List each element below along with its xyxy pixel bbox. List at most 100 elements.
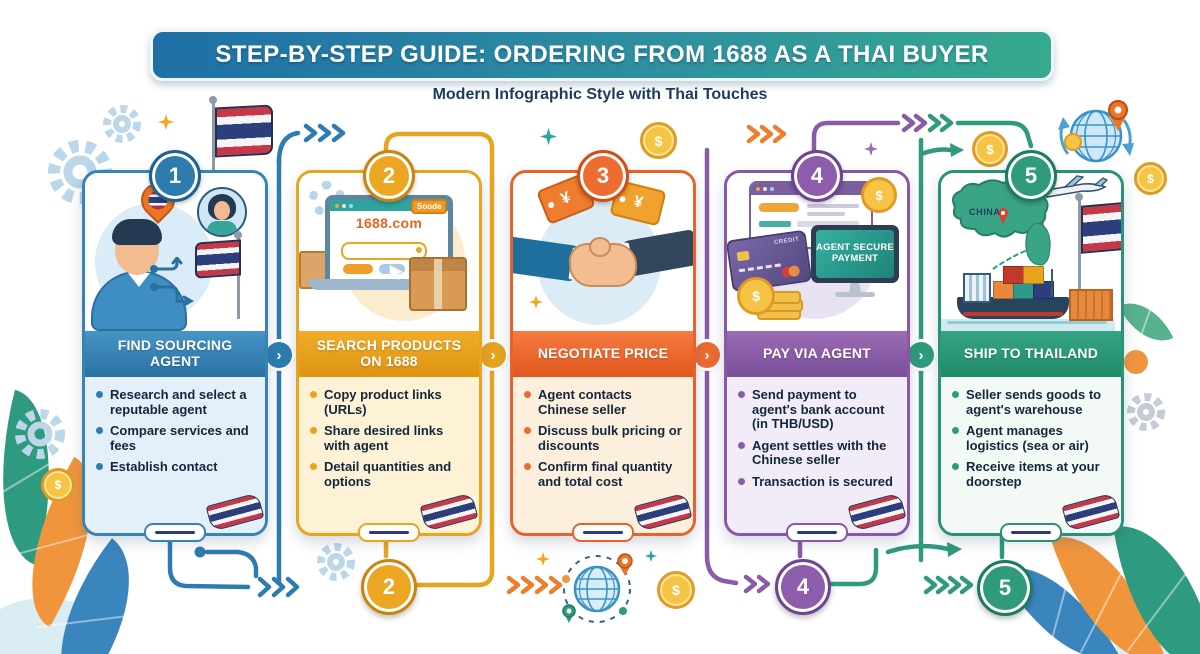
coin-symbol: $ — [986, 141, 994, 157]
page-title: STEP-BY-STEP GUIDE: ORDERING FROM 1688 A… — [215, 41, 989, 68]
bullet-item: Agent contacts Chinese seller — [524, 387, 685, 417]
bullet-item: Detail quantities and options — [310, 459, 471, 489]
thai-flag-pill — [572, 523, 634, 542]
coin-icon: $ — [41, 468, 75, 502]
cardboard-box-icon — [409, 257, 467, 311]
bullet-item: Compare services and fees — [96, 423, 257, 453]
flow-badge-label: 2 — [382, 574, 396, 599]
magnifier-icon — [414, 245, 424, 255]
step-1-title: FIND SOURCING AGENT — [85, 331, 265, 377]
step-connector-chevron: › — [694, 342, 720, 368]
coin-icon: $ — [861, 177, 897, 213]
flow-badge-4: 4 — [775, 559, 831, 615]
china-label: CHINA — [969, 207, 1001, 217]
bullet-item: Research and select a reputable agent — [96, 387, 257, 417]
bullet-item: Share desired links with agent — [310, 423, 471, 453]
container-icon — [1003, 266, 1024, 284]
cargo-ship-icon — [947, 266, 1077, 329]
search-bar-icon — [341, 242, 427, 260]
flagpole — [1075, 193, 1083, 295]
globe-icon — [562, 553, 633, 623]
flow-badge-label: 4 — [796, 574, 810, 599]
flow-badge-label: 5 — [998, 575, 1012, 600]
step-card-4: 4 CREDIT AGENT SECURE PAYMENT — [724, 150, 910, 542]
step-1-bullets: Research and select a reputable agent Co… — [85, 377, 265, 533]
coin-symbol: $ — [654, 132, 663, 149]
step-connector-chevron: › — [908, 342, 934, 368]
step-3-title: NEGOTIATE PRICE — [513, 331, 693, 377]
coin-symbol: $ — [54, 478, 62, 492]
agent-avatar-icon — [197, 187, 247, 237]
coin-icon: $ — [657, 571, 695, 609]
bullet-item: Seller sends goods to agent's warehouse — [952, 387, 1113, 417]
step-number-badge: 5 — [1005, 150, 1057, 202]
handshake-icon — [569, 237, 637, 287]
coin-symbol: $ — [672, 582, 680, 598]
flow-line-blue — [167, 123, 346, 598]
payment-illustration: CREDIT AGENT SECURE PAYMENT $ $ — [727, 173, 907, 331]
promo-badge: Soode — [411, 199, 448, 214]
thai-flag-pill — [358, 523, 420, 542]
shipping-container-icon — [1069, 289, 1113, 321]
step-connector-chevron: › — [266, 342, 292, 368]
buyer-person-icon — [112, 219, 162, 275]
page-subtitle: Modern Infographic Style with Thai Touch… — [432, 86, 768, 103]
globe-icon — [1058, 100, 1134, 163]
chevron-right-icon: › — [704, 346, 710, 364]
gear-icon — [15, 105, 355, 581]
step-card-5: 5 CHINA — [938, 150, 1124, 542]
secure-payment-text: AGENT SECURE PAYMENT — [816, 242, 894, 264]
ship-mast — [1051, 269, 1053, 297]
flagpole — [209, 96, 217, 232]
chevron-right-icon: › — [918, 346, 924, 364]
bullet-item: Discuss bulk pricing or discounts — [524, 423, 685, 453]
water — [941, 319, 1115, 331]
step-number-badge: 3 — [577, 150, 629, 202]
thailand-flag-icon — [1081, 200, 1121, 254]
bullet-item: Agent settles with the Chinese seller — [738, 438, 899, 468]
thai-flag-pill — [786, 523, 848, 542]
title-banner: STEP-BY-STEP GUIDE: ORDERING FROM 1688 A… — [150, 29, 1054, 81]
bullet-item: Transaction is secured — [738, 474, 899, 490]
bullet-item: Send payment to agent's bank account (in… — [738, 387, 899, 432]
step-number-badge: 2 — [363, 150, 415, 202]
coin-icon: $ — [737, 277, 775, 315]
step-connector-chevron: › — [480, 342, 506, 368]
step-card-3: 3 ¥ ¥ NEGOTIATE PRICE Agent contacts Chi… — [510, 150, 696, 542]
step-2-bullets: Copy product links (URLs) Share desired … — [299, 377, 479, 533]
step-number-badge: 4 — [791, 150, 843, 202]
bullet-item: Copy product links (URLs) — [310, 387, 471, 417]
bullet-item: Receive items at your doorstep — [952, 459, 1113, 489]
coin-icon: $ — [972, 131, 1008, 167]
thailand-flag-icon — [215, 104, 273, 158]
step-5-bullets: Seller sends goods to agent's warehouse … — [941, 377, 1121, 533]
container-icon — [1023, 266, 1044, 284]
step-card-1: 1 FIND SOURCING AGENT — [82, 150, 268, 542]
thai-flag-pill — [1000, 523, 1062, 542]
flow-badge-5: 5 — [977, 560, 1033, 616]
coin-icon: $ — [1134, 162, 1167, 195]
thai-flag-pill — [144, 523, 206, 542]
bullet-item: Establish contact — [96, 460, 257, 475]
thailand-flag-icon — [195, 239, 241, 279]
bullet-item: Agent manages logistics (sea or air) — [952, 423, 1113, 453]
chevron-right-icon: › — [276, 346, 282, 364]
credit-card-label: CREDIT — [773, 236, 800, 247]
coin-icon: $ — [640, 122, 677, 159]
step-5-title: SHIP TO THAILAND — [941, 331, 1121, 377]
bullet-item: Confirm final quantity and total cost — [524, 459, 685, 489]
flow-line-purple — [704, 113, 928, 594]
step-2-title: SEARCH PRODUCTS ON 1688 — [299, 331, 479, 377]
chevron-right-icon: › — [490, 346, 496, 364]
step-4-title: PAY VIA AGENT — [727, 331, 907, 377]
step-number-badge: 1 — [149, 150, 201, 202]
sourcing-agent-illustration — [85, 173, 265, 331]
flagpole — [234, 231, 242, 319]
orange-dot-decoration — [1124, 350, 1148, 374]
payment-monitor-icon: AGENT SECURE PAYMENT — [811, 225, 899, 283]
gear-icon — [1127, 393, 1165, 431]
chevron-arrows-orange — [506, 124, 787, 595]
connection-arrows-icon — [150, 257, 195, 307]
sparkle-icon — [529, 295, 543, 309]
